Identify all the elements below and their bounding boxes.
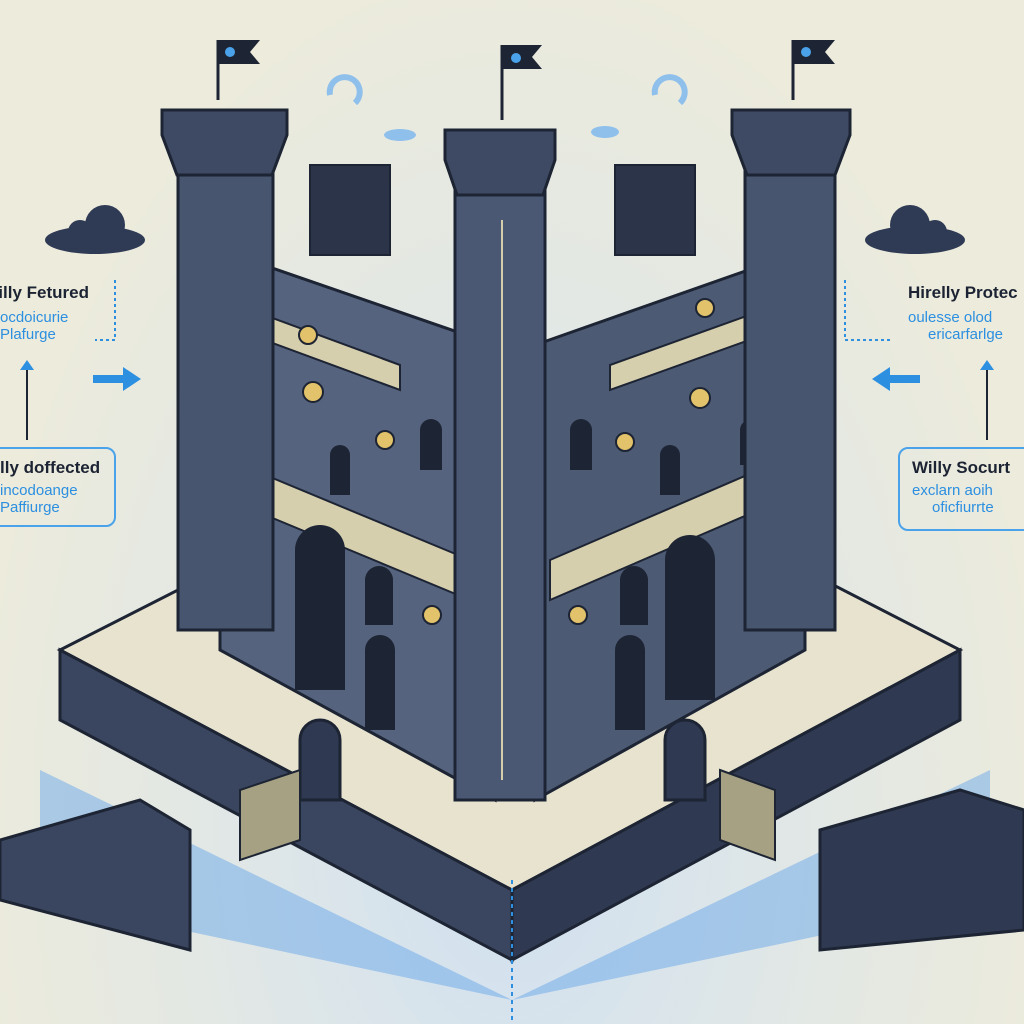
tower-center bbox=[443, 45, 557, 802]
tower-left bbox=[160, 40, 289, 632]
coin-emblems bbox=[298, 298, 715, 625]
cloud-left bbox=[45, 205, 145, 254]
connector-lines bbox=[95, 280, 890, 1024]
label-subtitle: oficfiurrte bbox=[932, 499, 994, 516]
cloud-small bbox=[326, 74, 688, 141]
arrows bbox=[20, 360, 994, 440]
moat-water bbox=[40, 770, 990, 1000]
label-title: Hirelly Protec bbox=[908, 283, 1018, 302]
label-top-left: Hilly Fetured ocdoicurie Plafurge bbox=[0, 283, 89, 343]
label-subtitle: Plafurge bbox=[0, 326, 56, 343]
back-towers bbox=[309, 164, 696, 256]
label-title: Hilly Fetured bbox=[0, 283, 89, 302]
gates bbox=[239, 718, 776, 862]
label-bottom-right: Willy Socurt exclarn aoih oficfiurrte bbox=[912, 458, 1010, 516]
label-subtitle: oulesse olod bbox=[908, 309, 993, 326]
label-subtitle: ericarfarlge bbox=[928, 326, 1004, 343]
label-top-right: Hirelly Protec oulesse olod ericarfarlge bbox=[908, 283, 1018, 343]
tower-right bbox=[730, 40, 852, 632]
label-subtitle: exclarn aoih bbox=[912, 482, 993, 499]
label-subtitle: incodoange bbox=[0, 482, 78, 499]
label-box-bottom-left bbox=[0, 447, 116, 527]
label-bottom-left: lly doffected incodoange Paffiurge bbox=[0, 458, 100, 516]
label-subtitle: ocdoicurie bbox=[0, 309, 69, 326]
label-box-bottom-right bbox=[898, 447, 1024, 531]
label-subtitle: Paffiurge bbox=[0, 499, 60, 516]
cloud-right bbox=[865, 205, 965, 254]
label-title: lly doffected bbox=[0, 458, 101, 477]
label-title: Willy Socurt bbox=[912, 458, 1011, 477]
